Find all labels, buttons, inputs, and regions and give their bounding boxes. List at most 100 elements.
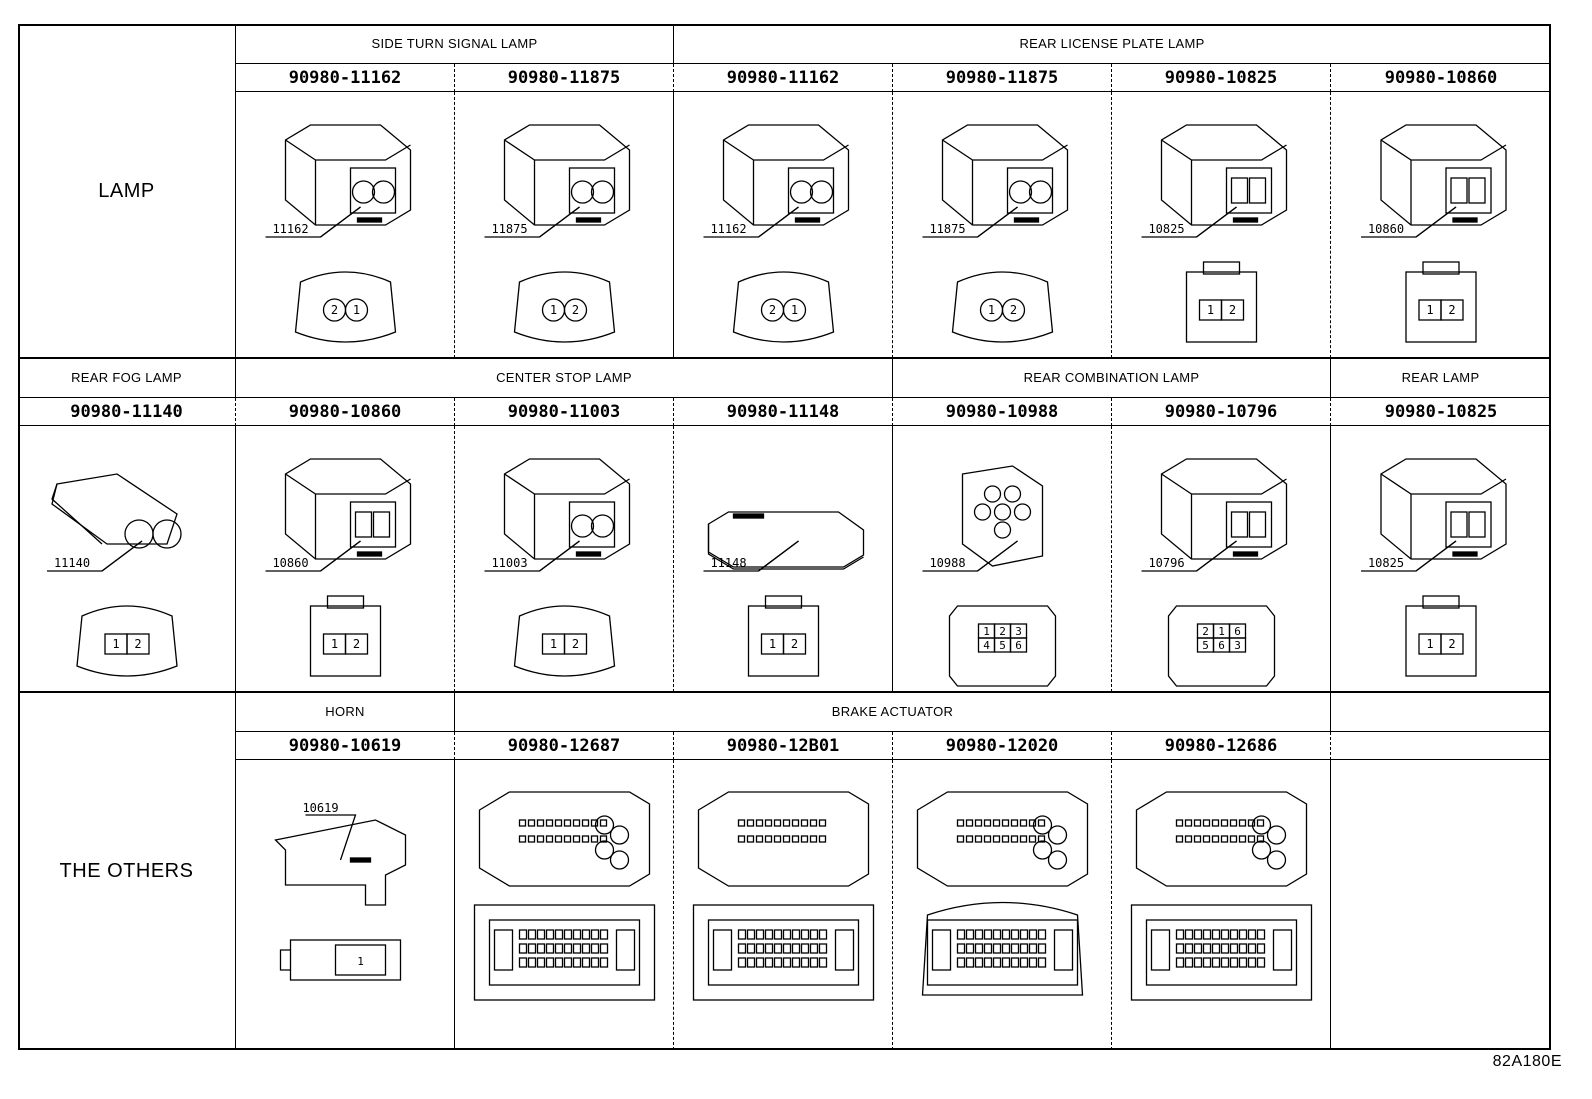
pin-number: 1 xyxy=(112,637,119,651)
part-number: 90980-11875 xyxy=(893,64,1112,92)
section-header: HORN xyxy=(236,692,455,732)
connector-drawing: 10860 1 2 xyxy=(1361,124,1507,343)
part-number: 90980-11162 xyxy=(236,64,455,92)
connector-drawing: 11875 1 2 xyxy=(922,124,1068,343)
part-code-label: 10860 xyxy=(272,556,308,570)
connector-drawing: 10860 1 2 xyxy=(265,458,411,677)
pin-number: 1 xyxy=(1426,303,1433,317)
part-number: 90980-11140 xyxy=(18,398,236,426)
section-header: CENTER STOP LAMP xyxy=(236,358,893,398)
part-code-label: 10619 xyxy=(302,801,338,815)
connector-illustration xyxy=(674,760,893,1050)
pin-number: 6 xyxy=(1234,625,1241,638)
pin-number: 5 xyxy=(1202,639,1209,652)
pin-number: 2 xyxy=(330,303,337,317)
pin-number: 1 xyxy=(1218,625,1225,638)
section-header: BRAKE ACTUATOR xyxy=(455,692,1331,732)
category-others: THE OTHERS xyxy=(18,692,236,1050)
section-header: REAR LICENSE PLATE LAMP xyxy=(674,24,1551,64)
connector-illustration xyxy=(893,760,1112,1050)
part-number: 90980-12B01 xyxy=(674,732,893,760)
pin-number: 6 xyxy=(1015,639,1022,652)
part-code-label: 11148 xyxy=(710,556,746,570)
connector-drawing xyxy=(1130,791,1312,1001)
section-header xyxy=(1331,692,1551,732)
connector-drawing xyxy=(473,791,655,1001)
pin-number: 1 xyxy=(549,637,556,651)
part-number xyxy=(1331,732,1551,760)
pin-number: 1 xyxy=(768,637,775,651)
connector-illustration xyxy=(1112,760,1331,1050)
pin-number: 1 xyxy=(549,303,556,317)
part-number: 90980-11162 xyxy=(674,64,893,92)
pin-number: 5 xyxy=(999,639,1006,652)
pin-number: 1 xyxy=(790,303,797,317)
connector-illustration: 10860 1 2 xyxy=(236,426,455,692)
pin-number: 2 xyxy=(571,637,578,651)
pin-number: 2 xyxy=(134,637,141,651)
connector-illustration xyxy=(1331,760,1551,1050)
connector-drawing xyxy=(692,791,874,1001)
connector-illustration: 11140 1 2 xyxy=(18,426,236,692)
pin-number: 2 xyxy=(1448,303,1455,317)
part-number: 90980-10796 xyxy=(1112,398,1331,426)
part-number: 90980-12687 xyxy=(455,732,674,760)
part-code-label: 10860 xyxy=(1368,222,1404,236)
part-code-label: 11140 xyxy=(53,556,89,570)
row-separator xyxy=(18,691,1551,693)
table-frame xyxy=(18,24,1551,1050)
row-separator xyxy=(18,357,1551,359)
connector-drawing: 11162 2 1 xyxy=(265,124,411,343)
pin-number: 1 xyxy=(1426,637,1433,651)
connector-drawing: 11140 1 2 xyxy=(46,473,182,677)
part-number: 90980-10860 xyxy=(236,398,455,426)
connector-illustration: 10860 1 2 xyxy=(1331,92,1551,358)
pin-number: 2 xyxy=(790,637,797,651)
category-lamp: LAMP xyxy=(18,24,236,358)
section-header: REAR FOG LAMP xyxy=(18,358,236,398)
pin-number: 1 xyxy=(330,637,337,651)
pin-number: 1 xyxy=(357,955,364,968)
part-code-label: 11875 xyxy=(491,222,527,236)
pin-number: 2 xyxy=(352,637,359,651)
connector-illustration xyxy=(455,760,674,1050)
section-header: REAR COMBINATION LAMP xyxy=(893,358,1331,398)
connector-illustration: 11148 1 2 xyxy=(674,426,893,692)
pin-number: 1 xyxy=(352,303,359,317)
part-code-label: 10988 xyxy=(929,556,965,570)
section-header: SIDE TURN SIGNAL LAMP xyxy=(236,24,674,64)
part-code-label: 11162 xyxy=(272,222,308,236)
part-code-label: 10825 xyxy=(1368,556,1404,570)
connector-drawing: 11148 1 2 xyxy=(703,511,864,677)
part-number: 90980-11875 xyxy=(455,64,674,92)
connector-illustration: 11162 2 1 xyxy=(236,92,455,358)
part-number: 90980-10825 xyxy=(1331,398,1551,426)
pin-number: 1 xyxy=(987,303,994,317)
part-code-label: 11162 xyxy=(710,222,746,236)
part-code-label: 11875 xyxy=(929,222,965,236)
figure-id: 82A180E xyxy=(1492,1053,1562,1070)
part-number: 90980-11148 xyxy=(674,398,893,426)
pin-number: 1 xyxy=(983,625,990,638)
pin-number: 3 xyxy=(1234,639,1241,652)
pin-number: 6 xyxy=(1218,639,1225,652)
connector-drawing: 10619 1 xyxy=(273,801,406,981)
part-number: 90980-12020 xyxy=(893,732,1112,760)
connector-illustration: 10619 1 xyxy=(236,760,455,1050)
pin-number: 2 xyxy=(999,625,1006,638)
pin-number: 3 xyxy=(1015,625,1022,638)
pin-number: 2 xyxy=(1009,303,1016,317)
